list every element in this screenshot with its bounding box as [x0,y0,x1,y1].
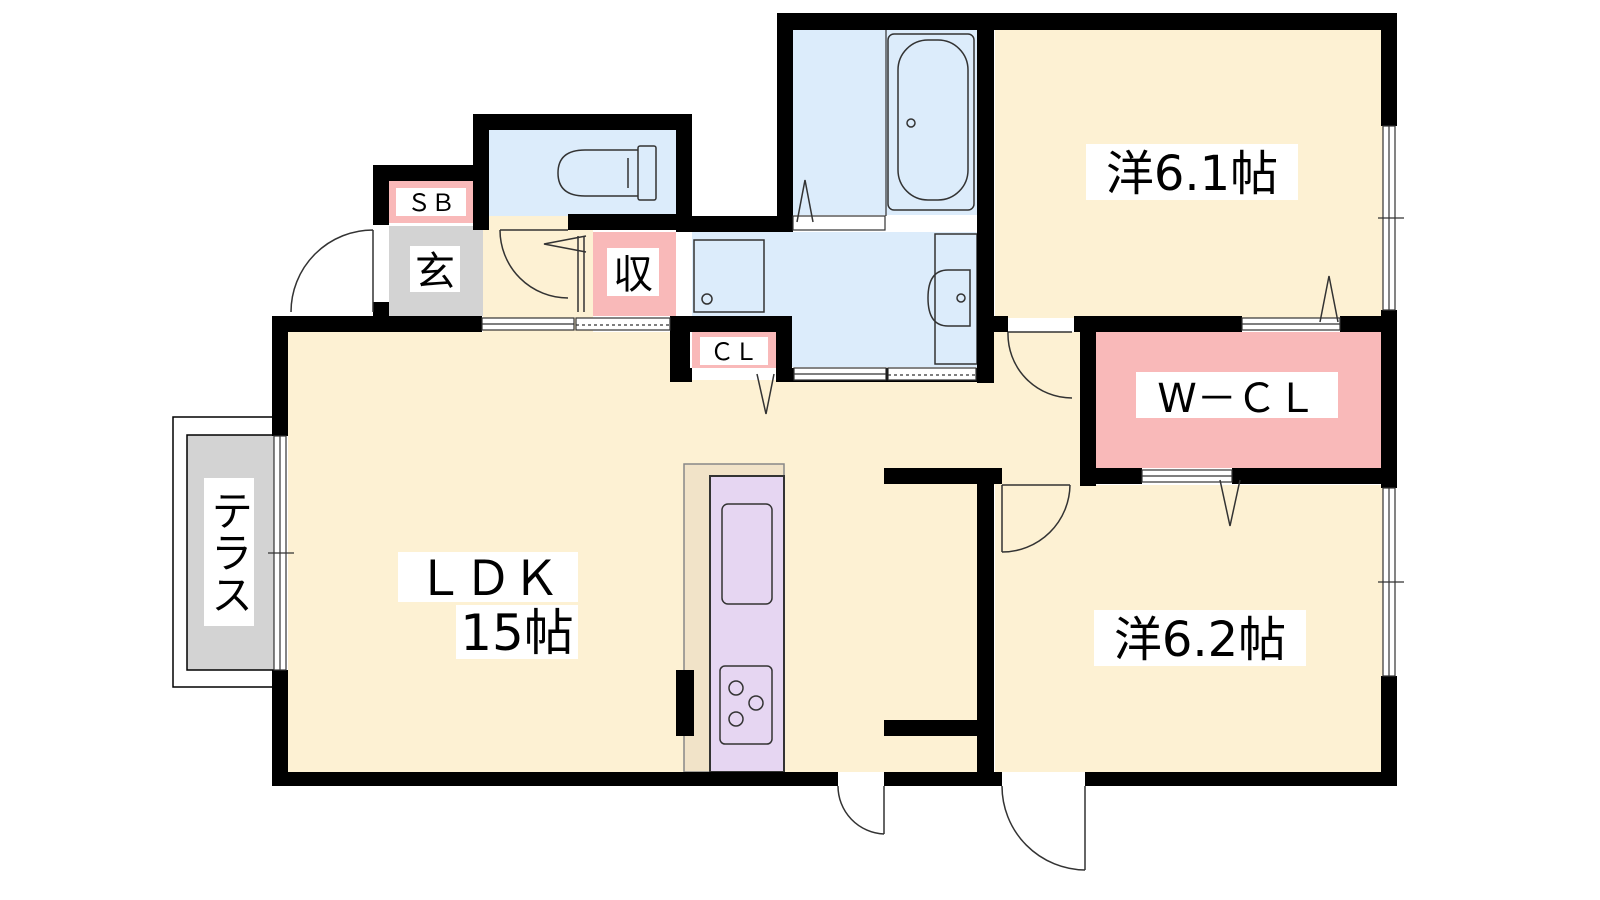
western-room-1-label: 洋6.1帖 [1106,146,1278,202]
entrance-door [290,229,374,313]
sink-icon [721,503,773,605]
entrance-label: 玄 [415,249,455,295]
room-2-exterior-door [1001,785,1086,871]
arrows [543,179,1339,527]
walk-in-closet-label: W－ＣＬ [1157,376,1317,422]
toilet-icon [557,145,657,201]
stove-icon [719,665,773,745]
washing-machine-icon [693,239,765,313]
closet-arrow [756,373,775,415]
closet-label: ＣＬ [710,338,758,366]
kitchen-counter [683,463,785,773]
bath-arrow [796,179,814,223]
room-1-closet-arrow [1319,275,1339,323]
labels: ＬＤＫ 15帖 洋6.1帖 洋6.2帖 W－ＣＬ 玄 ＳＢ 収 ＣＬ テラス [204,144,1338,668]
terrace-label: テラス [205,489,254,615]
openings [268,30,1404,677]
ldk-name-label: ＬＤＫ [416,551,560,607]
hallway-floor [483,216,593,332]
bathtub-icon [887,33,975,211]
fixtures [557,33,978,365]
toilet-door [499,229,569,299]
room-2-door [1001,484,1071,553]
ldk-exterior-door [837,785,885,835]
storage-label: 収 [613,252,653,298]
toilet-floor [488,130,676,216]
western-room-2-label: 洋6.2帖 [1114,612,1286,668]
storage-arrow [543,235,587,253]
walk-in-closet-arrow [1219,479,1241,527]
shoe-box-label: ＳＢ [407,189,455,217]
door-swings [290,229,1086,871]
ldk-size-label: 15帖 [460,604,574,662]
room-1-door [1007,331,1073,399]
